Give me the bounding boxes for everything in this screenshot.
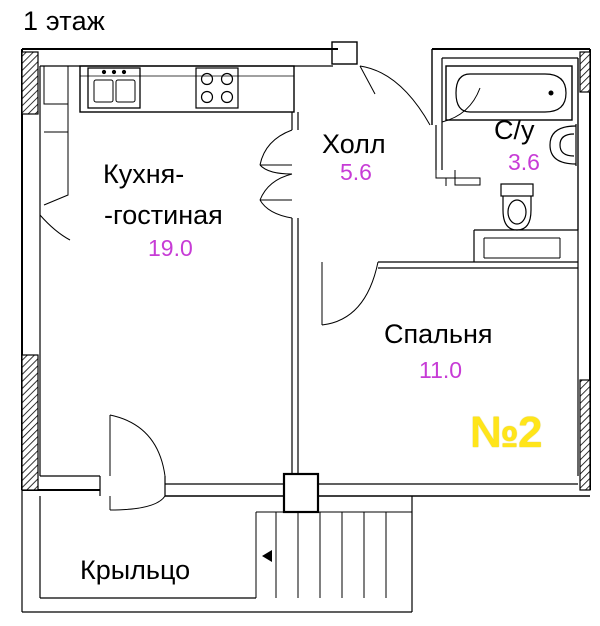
porch-steps xyxy=(255,511,412,598)
room-area-kitchen: 19.0 xyxy=(148,235,193,261)
interior-walls xyxy=(291,112,578,476)
bathroom-door xyxy=(441,87,481,123)
stove-icon xyxy=(195,67,239,109)
room-name-bedroom: Спальня xyxy=(384,319,493,349)
bedroom-door xyxy=(321,261,379,326)
room-name-bathroom: С/у xyxy=(494,115,535,145)
room-name-hall: Холл xyxy=(322,129,386,159)
hatched-wall-segments xyxy=(21,51,591,491)
stairs-direction-arrow-icon xyxy=(262,550,272,562)
left-wall-niche xyxy=(39,65,71,241)
bathtub-icon xyxy=(445,65,573,121)
room-area-hall: 5.6 xyxy=(340,159,372,185)
room-area-bedroom: 11.0 xyxy=(419,357,463,383)
room-name-kitchen-line1: Кухня- xyxy=(103,159,185,189)
sink-icon xyxy=(87,67,141,109)
entrance-door xyxy=(359,65,431,126)
balcony-door xyxy=(109,414,166,511)
structural-column xyxy=(282,472,320,514)
floor-title: 1 этаж xyxy=(23,6,106,36)
washbasin-icon xyxy=(549,124,577,166)
room-name-kitchen-line2: -гостиная xyxy=(104,200,223,230)
room-name-porch: Крыльцо xyxy=(80,555,191,585)
room-area-bathroom: 3.6 xyxy=(508,149,540,175)
toilet-icon xyxy=(500,183,534,231)
porch-outline xyxy=(21,490,413,613)
kitchen-counter xyxy=(79,65,295,113)
apartment-number: №2 xyxy=(470,408,543,457)
kitchen-double-door xyxy=(259,129,293,219)
